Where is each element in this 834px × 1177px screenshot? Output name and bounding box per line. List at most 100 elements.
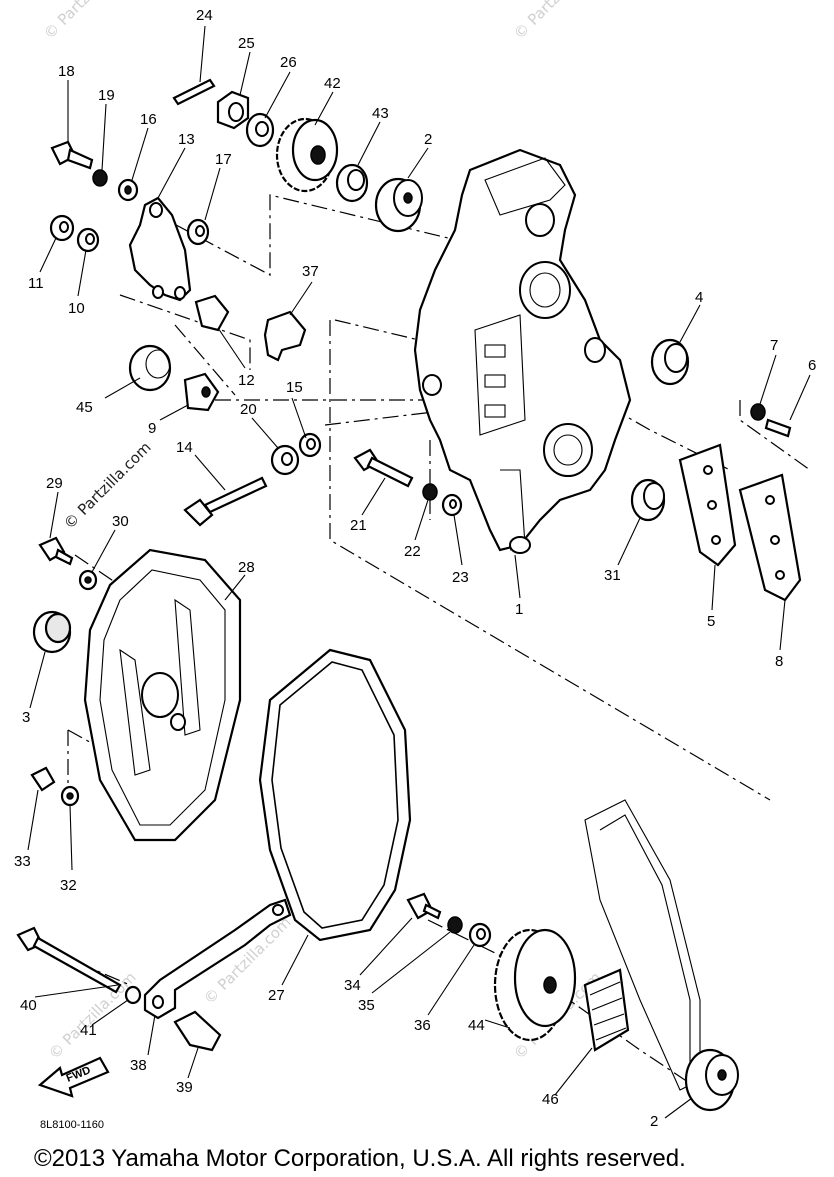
washer-part-16 xyxy=(117,178,139,202)
bolt-part-21 xyxy=(353,448,414,488)
part-number: 5 xyxy=(707,613,715,630)
copyright-footer: ©2013 Yamaha Motor Corporation, U.S.A. A… xyxy=(34,1145,686,1172)
part-number: 16 xyxy=(140,111,157,128)
leader-lines xyxy=(27,25,811,1119)
part-number: 6 xyxy=(808,357,816,374)
part-number: 20 xyxy=(240,401,257,418)
bolt-part-14 xyxy=(183,476,268,527)
part-number: 2 xyxy=(424,131,432,148)
part-number: 8 xyxy=(775,653,783,670)
part-number: 41 xyxy=(80,1022,97,1039)
part-number: 15 xyxy=(286,379,303,396)
cap-part-3 xyxy=(32,610,72,654)
washer-part-11 xyxy=(49,214,75,242)
part-number: 42 xyxy=(324,75,341,92)
part-number: 35 xyxy=(358,997,375,1014)
part-number: 9 xyxy=(148,420,156,437)
part-number: 14 xyxy=(176,439,193,456)
chain-part-46 xyxy=(583,968,630,1052)
oil-seal-part-4 xyxy=(650,338,690,386)
part-number: 30 xyxy=(112,513,129,530)
lock-washer-part-19 xyxy=(92,169,108,187)
part-number: 11 xyxy=(28,275,44,292)
washer-part-10 xyxy=(76,227,100,253)
part-number: 37 xyxy=(302,263,319,280)
part-number: 46 xyxy=(542,1091,559,1108)
cap-part-45 xyxy=(128,344,172,392)
watermark: © Partzilla.com xyxy=(510,0,605,43)
sprocket-part-44 xyxy=(493,928,577,1042)
tensioner-arm-part-13 xyxy=(128,196,192,302)
collar-part-17 xyxy=(186,218,210,246)
elbow-fitting-part-37 xyxy=(263,310,307,362)
pin-part-12 xyxy=(194,294,230,332)
bracket-part-38 xyxy=(143,898,292,1020)
part-number: 24 xyxy=(196,7,213,24)
bolt-part-29 xyxy=(38,536,74,566)
washer-part-23 xyxy=(441,493,463,517)
part-number: 22 xyxy=(404,543,421,560)
bearing-part-2-top xyxy=(374,177,423,233)
part-number: 23 xyxy=(452,569,469,586)
sprocket-part-42 xyxy=(275,117,339,193)
plate-part-5 xyxy=(678,443,737,567)
chaincase-housing xyxy=(413,148,632,554)
collar-part-20 xyxy=(270,444,300,476)
part-number: 18 xyxy=(58,63,75,80)
washer-part-36 xyxy=(468,922,492,948)
part-number: 25 xyxy=(238,35,255,52)
part-number: 26 xyxy=(280,54,297,71)
watermark: © Partzilla.com xyxy=(40,0,135,43)
nut-part-7 xyxy=(750,403,766,421)
part-number: 33 xyxy=(14,853,31,870)
fwd-arrow-icon: FWD xyxy=(37,1056,110,1098)
oil-seal-part-31 xyxy=(630,478,666,522)
part-number: 31 xyxy=(604,567,621,584)
part-number: 34 xyxy=(344,977,361,994)
drawing-code: 8L8100-1160 xyxy=(40,1119,104,1131)
part-number: 39 xyxy=(176,1079,193,1096)
washer-part-30 xyxy=(78,569,98,591)
part-number: 10 xyxy=(68,300,85,317)
part-number: 43 xyxy=(372,105,389,122)
bolt-part-34 xyxy=(406,892,442,920)
part-number: 40 xyxy=(20,997,37,1014)
part-number: 12 xyxy=(238,372,255,389)
chaincase-cover-part-28 xyxy=(83,548,242,842)
washer-part-26 xyxy=(245,112,275,148)
part-number: 4 xyxy=(695,289,703,306)
cotter-pin-part-24 xyxy=(172,78,216,106)
washer-part-32 xyxy=(60,785,80,807)
plate-part-8 xyxy=(738,473,802,602)
part-number: 2 xyxy=(650,1113,658,1130)
part-number: 19 xyxy=(98,87,115,104)
nut-part-25 xyxy=(216,90,250,130)
part-number: 45 xyxy=(76,399,93,416)
part-number: 44 xyxy=(468,1017,485,1034)
bolt-part-40 xyxy=(16,926,122,994)
part-number: 29 xyxy=(46,475,63,492)
watermark-dark: © Partzilla.com xyxy=(60,438,155,533)
part-number: 1 xyxy=(515,601,523,618)
screw-part-6 xyxy=(764,418,792,438)
part-number: 13 xyxy=(178,131,195,148)
spacer-part-43 xyxy=(335,163,369,203)
part-number: 38 xyxy=(130,1057,147,1074)
bearing-part-2-bottom xyxy=(684,1048,739,1112)
part-number: 21 xyxy=(350,517,367,534)
sleeve-part-39 xyxy=(173,1010,222,1052)
part-number: 7 xyxy=(770,337,778,354)
washer-part-35 xyxy=(447,916,463,934)
part-number-labels: 24 25 26 42 18 19 16 13 17 43 2 11 10 37… xyxy=(14,7,816,1130)
roller-part-9 xyxy=(183,372,220,412)
bolt-part-33 xyxy=(30,766,56,792)
part-number: 32 xyxy=(60,877,77,894)
washer-part-22 xyxy=(422,483,438,501)
gasket-part-27 xyxy=(258,648,412,942)
part-number: 27 xyxy=(268,987,285,1004)
washer-part-41 xyxy=(124,985,142,1005)
part-number: 17 xyxy=(215,151,232,168)
washer-part-15 xyxy=(298,432,322,458)
part-number: 36 xyxy=(414,1017,431,1034)
